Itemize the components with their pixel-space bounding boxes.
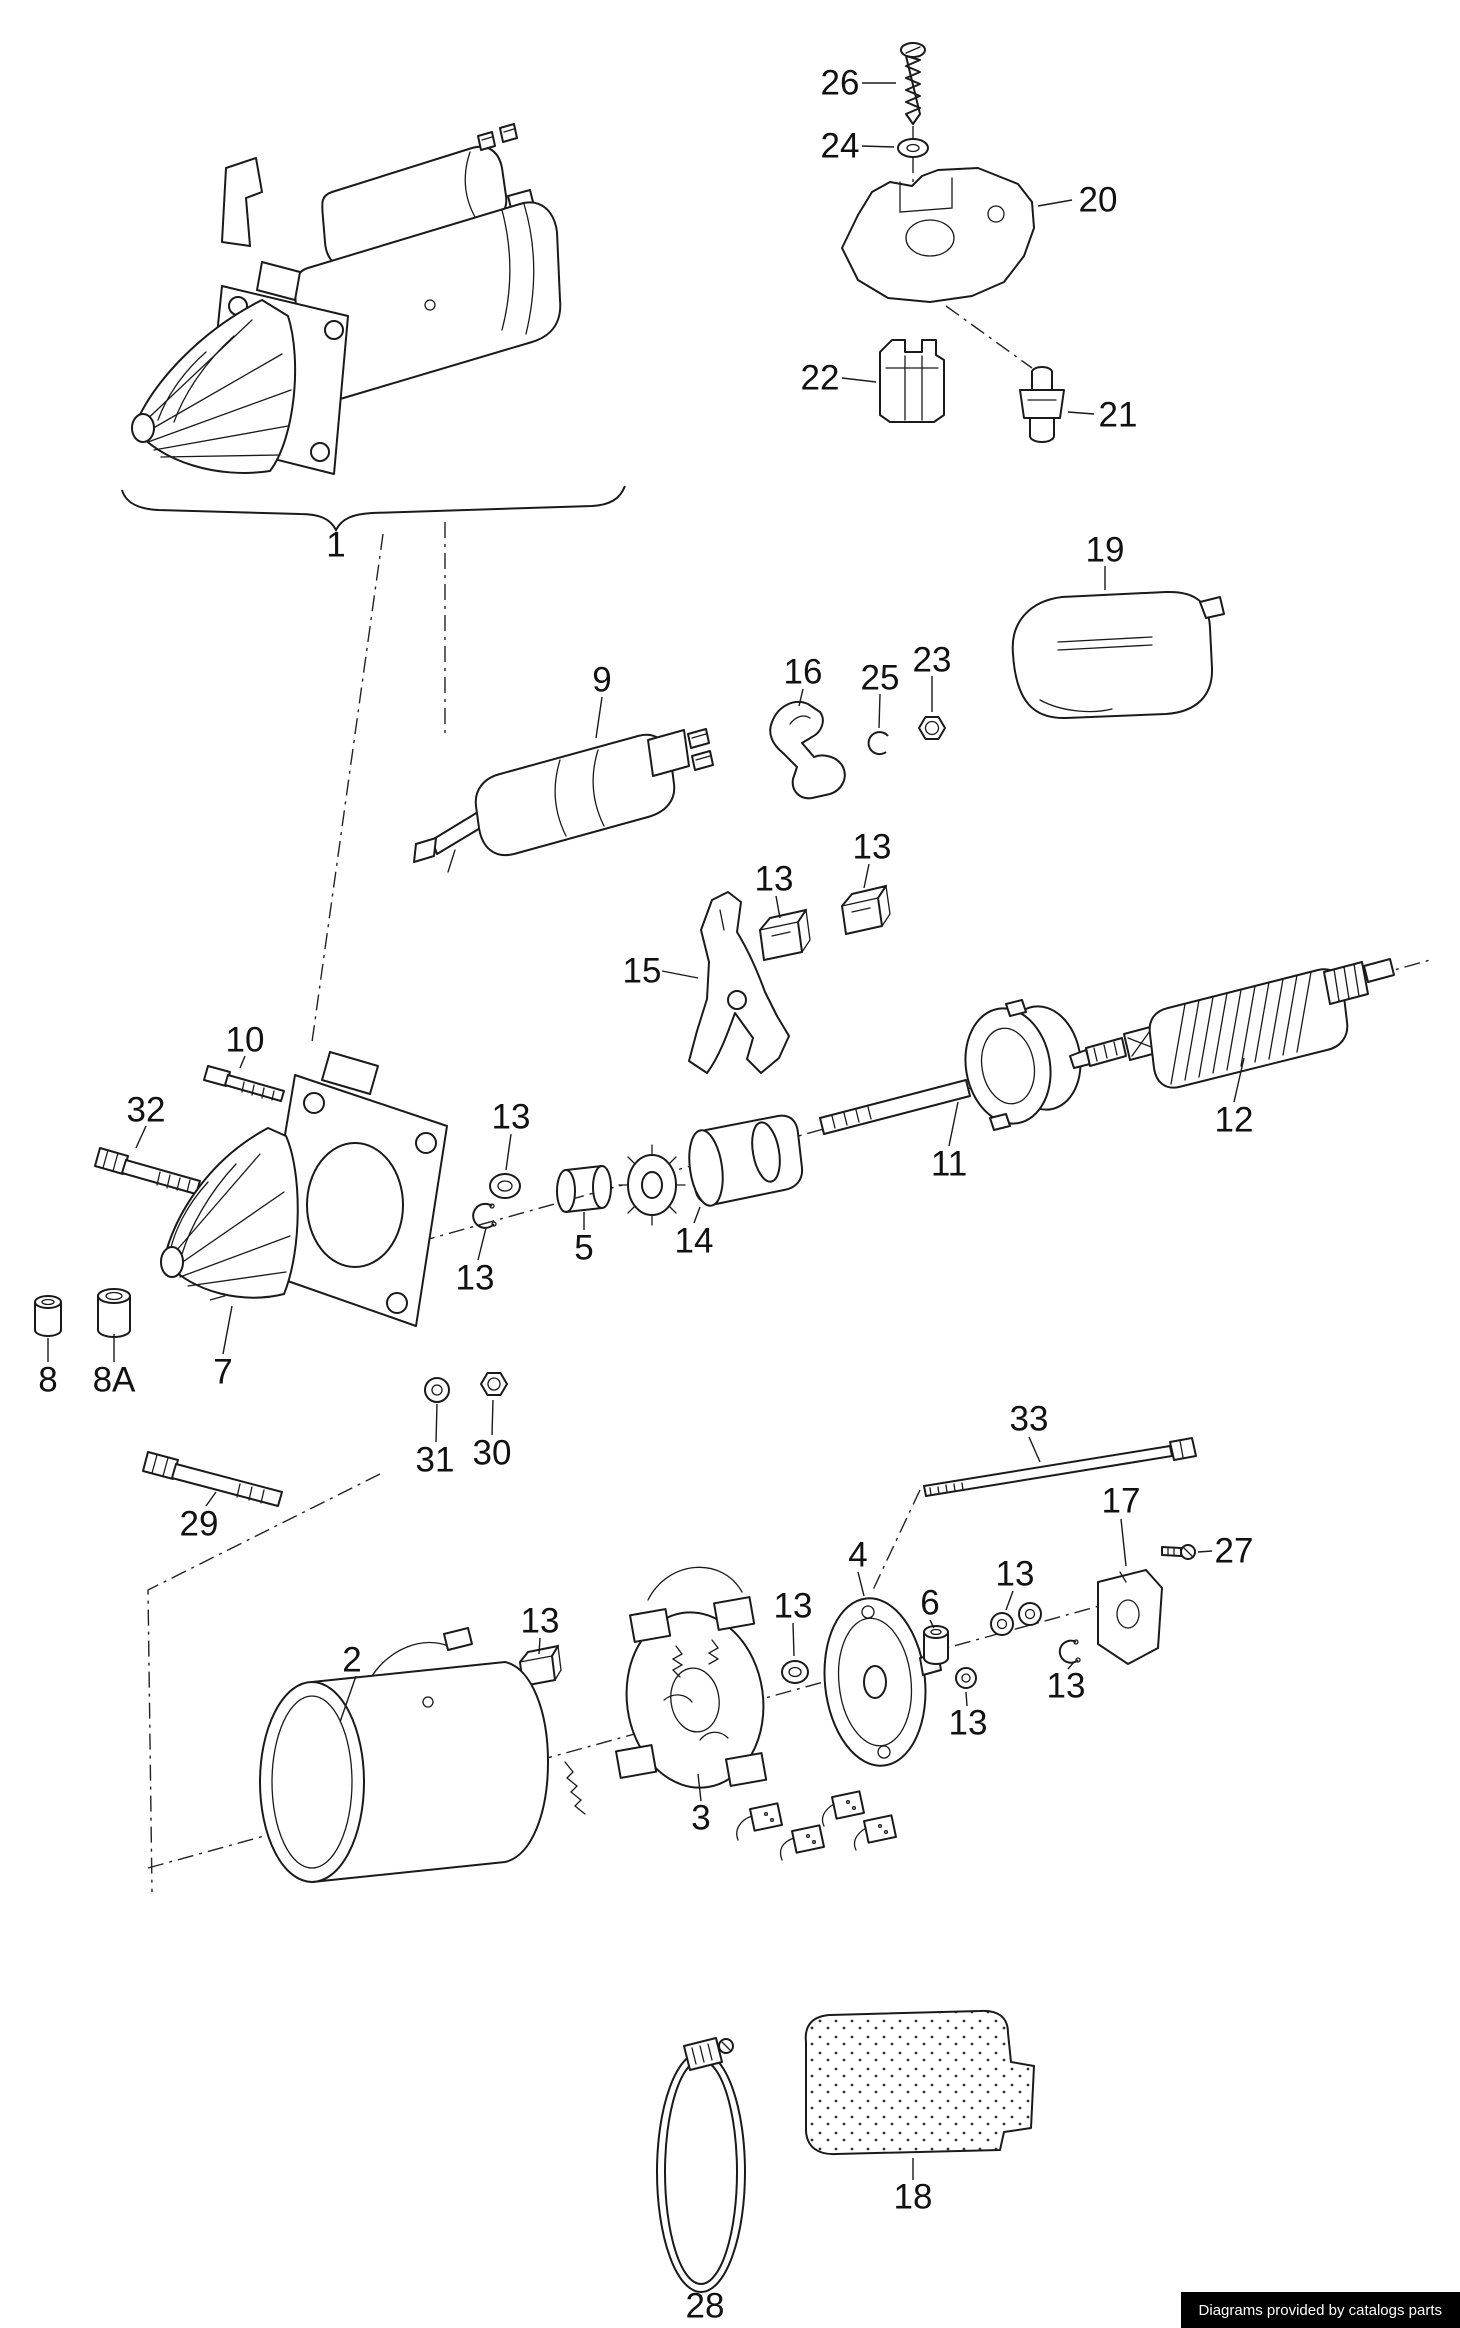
brush-set [736, 1790, 897, 1861]
part-13-circlip-i [1058, 1639, 1081, 1664]
leader-lines [47, 82, 1245, 2180]
part-callout-26: 26 [820, 63, 860, 103]
part-callout-13: 13 [773, 1586, 813, 1626]
watermark-bar: Diagrams provided by catalogs parts [1180, 2292, 1460, 2328]
part-callout-7: 7 [213, 1352, 233, 1392]
part-callout-5: 5 [574, 1228, 594, 1268]
part-21-mount [1019, 366, 1065, 443]
part-6-bushing [923, 1625, 949, 1665]
part-13-washer-h [955, 1667, 977, 1689]
part-callout-27: 27 [1214, 1531, 1254, 1571]
part-25-snap-ring [867, 731, 889, 756]
part-callout-13: 13 [852, 827, 892, 867]
part-callout-10: 10 [225, 1020, 265, 1060]
part-callout-13: 13 [754, 859, 794, 899]
part-11-shaft-carrier [819, 999, 1082, 1135]
part-13-clip-b [841, 884, 891, 935]
part-callout-3: 3 [691, 1798, 711, 1838]
part-2-field-housing [259, 1627, 549, 1883]
part-5-spacer [556, 1165, 612, 1213]
part-17-bracket [1097, 1569, 1163, 1665]
part-18-cover-plate [804, 2009, 1035, 2156]
part-callout-2: 2 [342, 1640, 362, 1680]
part-13-clip-a [759, 908, 811, 961]
part-29-bolt [142, 1451, 283, 1507]
part-28-clamp [656, 2037, 746, 2293]
part-callout-12: 12 [1214, 1100, 1254, 1140]
assembled-starter-illustration [121, 123, 626, 533]
part-callout-11: 11 [930, 1144, 968, 1184]
part-callout-15: 15 [622, 951, 662, 991]
part-23-nut [918, 716, 946, 740]
part-16-holder [769, 701, 846, 800]
part-callout-13: 13 [520, 1601, 560, 1641]
part-13-ring-c [489, 1173, 521, 1199]
part-callout-19: 19 [1085, 530, 1125, 570]
part-callout-18: 18 [893, 2177, 933, 2217]
watermark-text: Diagrams provided by catalogs parts [1198, 2301, 1442, 2319]
part-callout-13: 13 [491, 1097, 531, 1137]
part-callout-31: 31 [415, 1440, 455, 1480]
part-8-bushing [34, 1295, 62, 1337]
part-32-bolt [94, 1147, 201, 1195]
part-callout-8: 8 [38, 1360, 58, 1400]
part-33-through-bolt [923, 1437, 1197, 1497]
part-26-screw [900, 42, 926, 125]
part-13-washers-g [990, 1602, 1042, 1636]
part-callout-9: 9 [592, 660, 612, 700]
part-31-washer [424, 1377, 450, 1403]
part-4-end-cap [823, 1597, 942, 1767]
part-13-ring-f [781, 1660, 809, 1684]
part-callout-22: 22 [800, 358, 840, 398]
part-15-lever [688, 891, 790, 1074]
brush-spring [564, 1761, 586, 1815]
part-24-washer [897, 138, 929, 158]
part-callout-25: 25 [860, 658, 900, 698]
part-callout-24: 24 [820, 126, 860, 166]
part-callout-13: 13 [1046, 1666, 1086, 1706]
part-callout-13: 13 [948, 1703, 988, 1743]
part-callout-1: 1 [326, 525, 346, 565]
part-callout-17: 17 [1101, 1481, 1141, 1521]
part-10-screw [203, 1065, 285, 1102]
part-callout-8a: 8A [92, 1360, 136, 1400]
part-20-bracket [841, 167, 1035, 303]
part-callout-13: 13 [455, 1258, 495, 1298]
part-callout-32: 32 [126, 1090, 166, 1130]
part-12-armature [1069, 958, 1395, 1089]
part-callout-30: 30 [472, 1433, 512, 1473]
part-callout-4: 4 [848, 1535, 868, 1575]
part-callout-20: 20 [1078, 180, 1118, 220]
part-19-cover [1011, 590, 1225, 720]
part-callout-14: 14 [674, 1221, 714, 1261]
part-callout-33: 33 [1009, 1399, 1049, 1439]
part-7-housing [160, 1051, 448, 1327]
part-13-circlip-d [472, 1202, 497, 1229]
part-callout-29: 29 [179, 1504, 219, 1544]
part-27-screw [1161, 1544, 1196, 1560]
part-14-pinion [618, 1114, 804, 1226]
part-9-solenoid [413, 728, 714, 873]
part-callout-13: 13 [995, 1554, 1035, 1594]
part-callout-23: 23 [912, 640, 952, 680]
part-callout-28: 28 [685, 2286, 725, 2326]
part-30-nut [480, 1372, 508, 1396]
part-22-clip [879, 339, 945, 423]
part-callout-16: 16 [783, 652, 823, 692]
part-callout-6: 6 [920, 1583, 940, 1623]
part-callout-21: 21 [1098, 395, 1138, 435]
part-3-brush-holder [615, 1566, 768, 1789]
